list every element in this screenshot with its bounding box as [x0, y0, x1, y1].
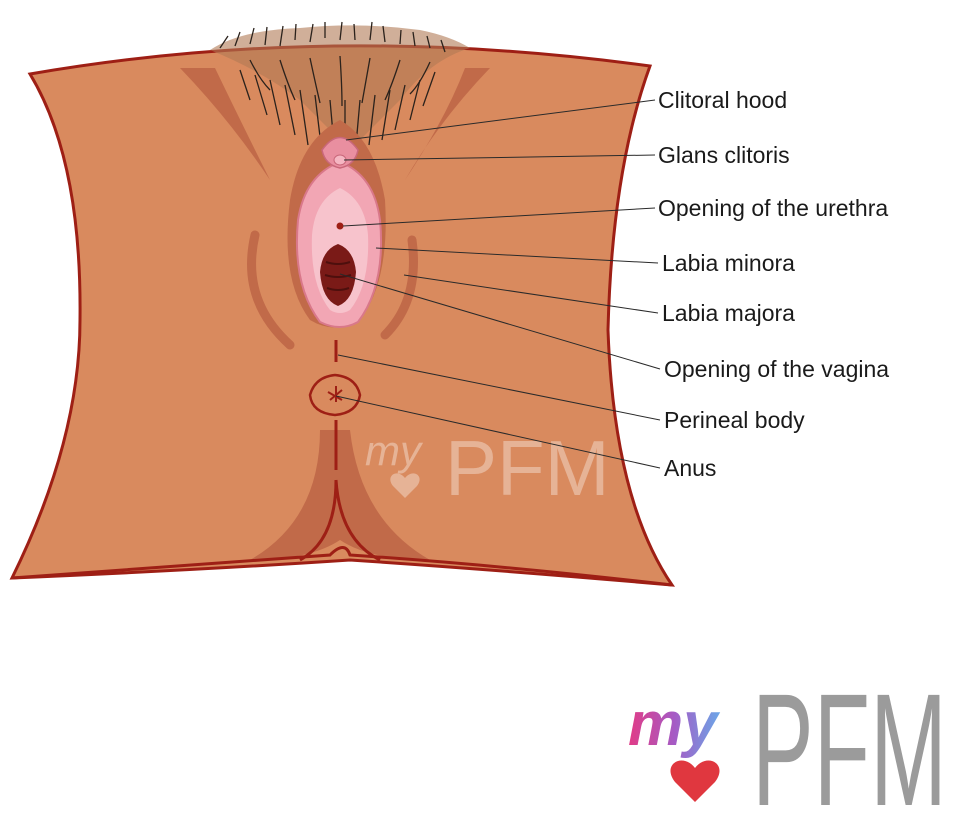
label-urethra-opening: Opening of the urethra: [658, 195, 888, 221]
label-labia-majora: Labia majora: [662, 300, 795, 326]
gluteal-cleft: [250, 430, 430, 560]
watermark-heart-icon: [390, 473, 420, 498]
watermark-my: my: [365, 427, 424, 474]
logo-my: my: [628, 690, 721, 759]
logo-pfm: PFM: [752, 660, 947, 831]
left-groin-shadow: [180, 68, 270, 180]
vagina-opening: [320, 244, 356, 306]
label-glans-clitoris: Glans clitoris: [658, 142, 790, 168]
logo: my PFM: [628, 660, 947, 831]
label-clitoral-hood: Clitoral hood: [658, 87, 787, 113]
pubic-hair: [210, 21, 470, 150]
label-vagina-opening: Opening of the vagina: [664, 356, 889, 382]
label-labia-minora: Labia minora: [662, 250, 795, 276]
labia-majora-left: [247, 230, 295, 350]
label-anus: Anus: [664, 455, 716, 481]
heart-icon: [670, 760, 720, 802]
urethra-opening: [336, 222, 344, 230]
leader-lines: [335, 99, 661, 469]
labia-majora-right: [380, 235, 418, 340]
label-perineal-body: Perineal body: [664, 407, 805, 433]
watermark-pfm: PFM: [445, 424, 610, 512]
